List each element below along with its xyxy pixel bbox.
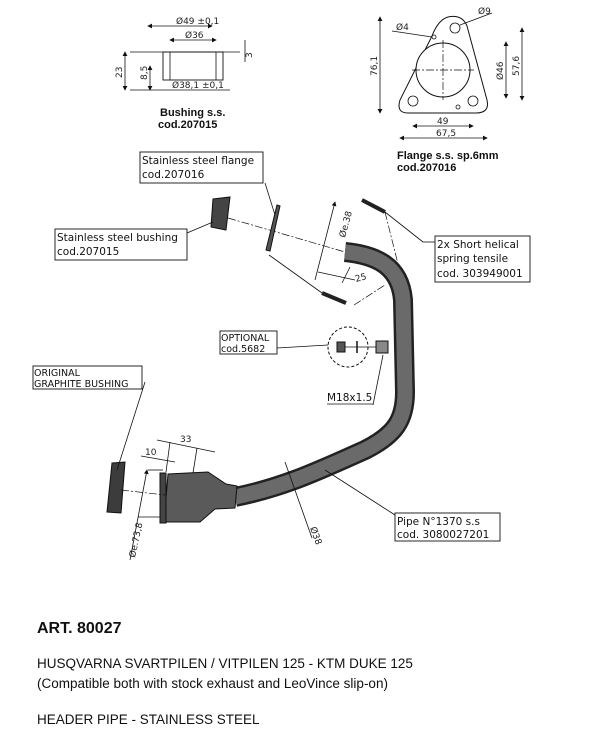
callout-spring: 2x Short helical spring tensile cod. 303… (434, 235, 531, 283)
dim-flange-width: 67,5 (436, 129, 456, 139)
svg-text:M18x1.5: M18x1.5 (327, 392, 372, 404)
compatibility-note: (Compatible both with stock exhaust and … (37, 676, 388, 691)
callout-optional: OPTIONAL cod.5682 (219, 330, 278, 355)
svg-text:2x Short helical: 2x Short helical (437, 239, 519, 251)
callout-flange: Stainless steel flange cod.207016 (139, 151, 264, 184)
svg-text:ORIGINAL: ORIGINAL (34, 368, 81, 379)
dim-height: 23 (115, 67, 125, 78)
dim-flange-height: 76,1 (370, 56, 380, 76)
dim-step: 8,5 (140, 66, 150, 80)
pipe-outlet-cone (163, 471, 238, 523)
svg-text:Stainless steel bushing: Stainless steel bushing (57, 232, 178, 244)
technical-drawing: Ø49 ±0,1 Ø36 Ø38,1 ±0,1 23 8,5 3 Bushing… (32, 6, 531, 561)
dim-inlet-len: 25 (354, 272, 368, 285)
bushing-title: Bushing s.s. (160, 107, 225, 119)
svg-text:cod. 303949001: cod. 303949001 (437, 268, 523, 280)
dim-outlet-len-b: 10 (145, 448, 157, 458)
product-description: HEADER PIPE - STAINLESS STEEL (37, 712, 260, 727)
article-number: ART. 80027 (37, 620, 122, 637)
svg-text:cod.207015: cod.207015 (57, 246, 119, 258)
dim-bottom: Ø38,1 ±0,1 (172, 80, 224, 91)
bushing-detail-drawing: Ø49 ±0,1 Ø36 Ø38,1 ±0,1 23 8,5 3 Bushing… (115, 16, 255, 131)
flange-detail-drawing: Ø4 Ø9 76,1 Ø46 57,6 49 67,5 Flange s.s. … (370, 6, 525, 174)
dim-center-height: 57,6 (512, 56, 522, 76)
dim-hole-spacing: 49 (437, 117, 449, 127)
dim-lip: 3 (245, 52, 255, 58)
svg-text:Stainless steel flange: Stainless steel flange (142, 155, 254, 167)
flange-code: cod.207016 (397, 162, 456, 174)
svg-text:spring tensile: spring tensile (437, 253, 508, 265)
flange-part (265, 204, 281, 252)
graphite-bushing-part (106, 461, 126, 514)
sensor-boss (375, 340, 389, 354)
flange-title: Flange s.s. sp.6mm (397, 150, 499, 162)
bushing-part (210, 196, 231, 231)
dim-outlet-dia: Øe.73,8 (127, 521, 145, 558)
callout-graphite: ORIGINAL GRAPHITE BUSHING (32, 365, 143, 390)
dim-tube-dia: Ø38 (307, 525, 324, 546)
svg-text:OPTIONAL: OPTIONAL (221, 333, 270, 344)
dim-outer: Ø49 ±0,1 (176, 16, 219, 27)
dim-outlet-len-a: 33 (180, 435, 191, 445)
spring-bottom (321, 291, 347, 305)
compatible-models: HUSQVARNA SVARTPILEN / VITPILEN 125 - KT… (37, 656, 413, 671)
dim-small-hole: Ø4 (396, 22, 409, 33)
dim-inner: Ø36 (185, 30, 204, 41)
exploded-assembly (106, 182, 435, 524)
bushing-code: cod.207015 (158, 119, 217, 131)
callout-pipe: Pipe N°1370 s.s cod. 3080027201 (394, 512, 501, 542)
dim-inlet-dia: Øe.38 (337, 210, 355, 239)
svg-text:GRAPHITE BUSHING: GRAPHITE BUSHING (34, 379, 129, 390)
svg-text:Pipe N°1370 s.s: Pipe N°1370 s.s (397, 516, 480, 528)
svg-text:cod.207016: cod.207016 (142, 169, 205, 181)
dim-bore: Ø46 (495, 61, 506, 80)
svg-text:cod. 3080027201: cod. 3080027201 (397, 529, 489, 541)
callout-bushing: Stainless steel bushing cod.207015 (54, 228, 188, 261)
svg-text:cod.5682: cod.5682 (221, 344, 265, 355)
callout-thread: M18x1.5 (327, 392, 373, 405)
spring-top (361, 198, 386, 214)
dim-stud-hole: Ø9 (478, 6, 491, 17)
